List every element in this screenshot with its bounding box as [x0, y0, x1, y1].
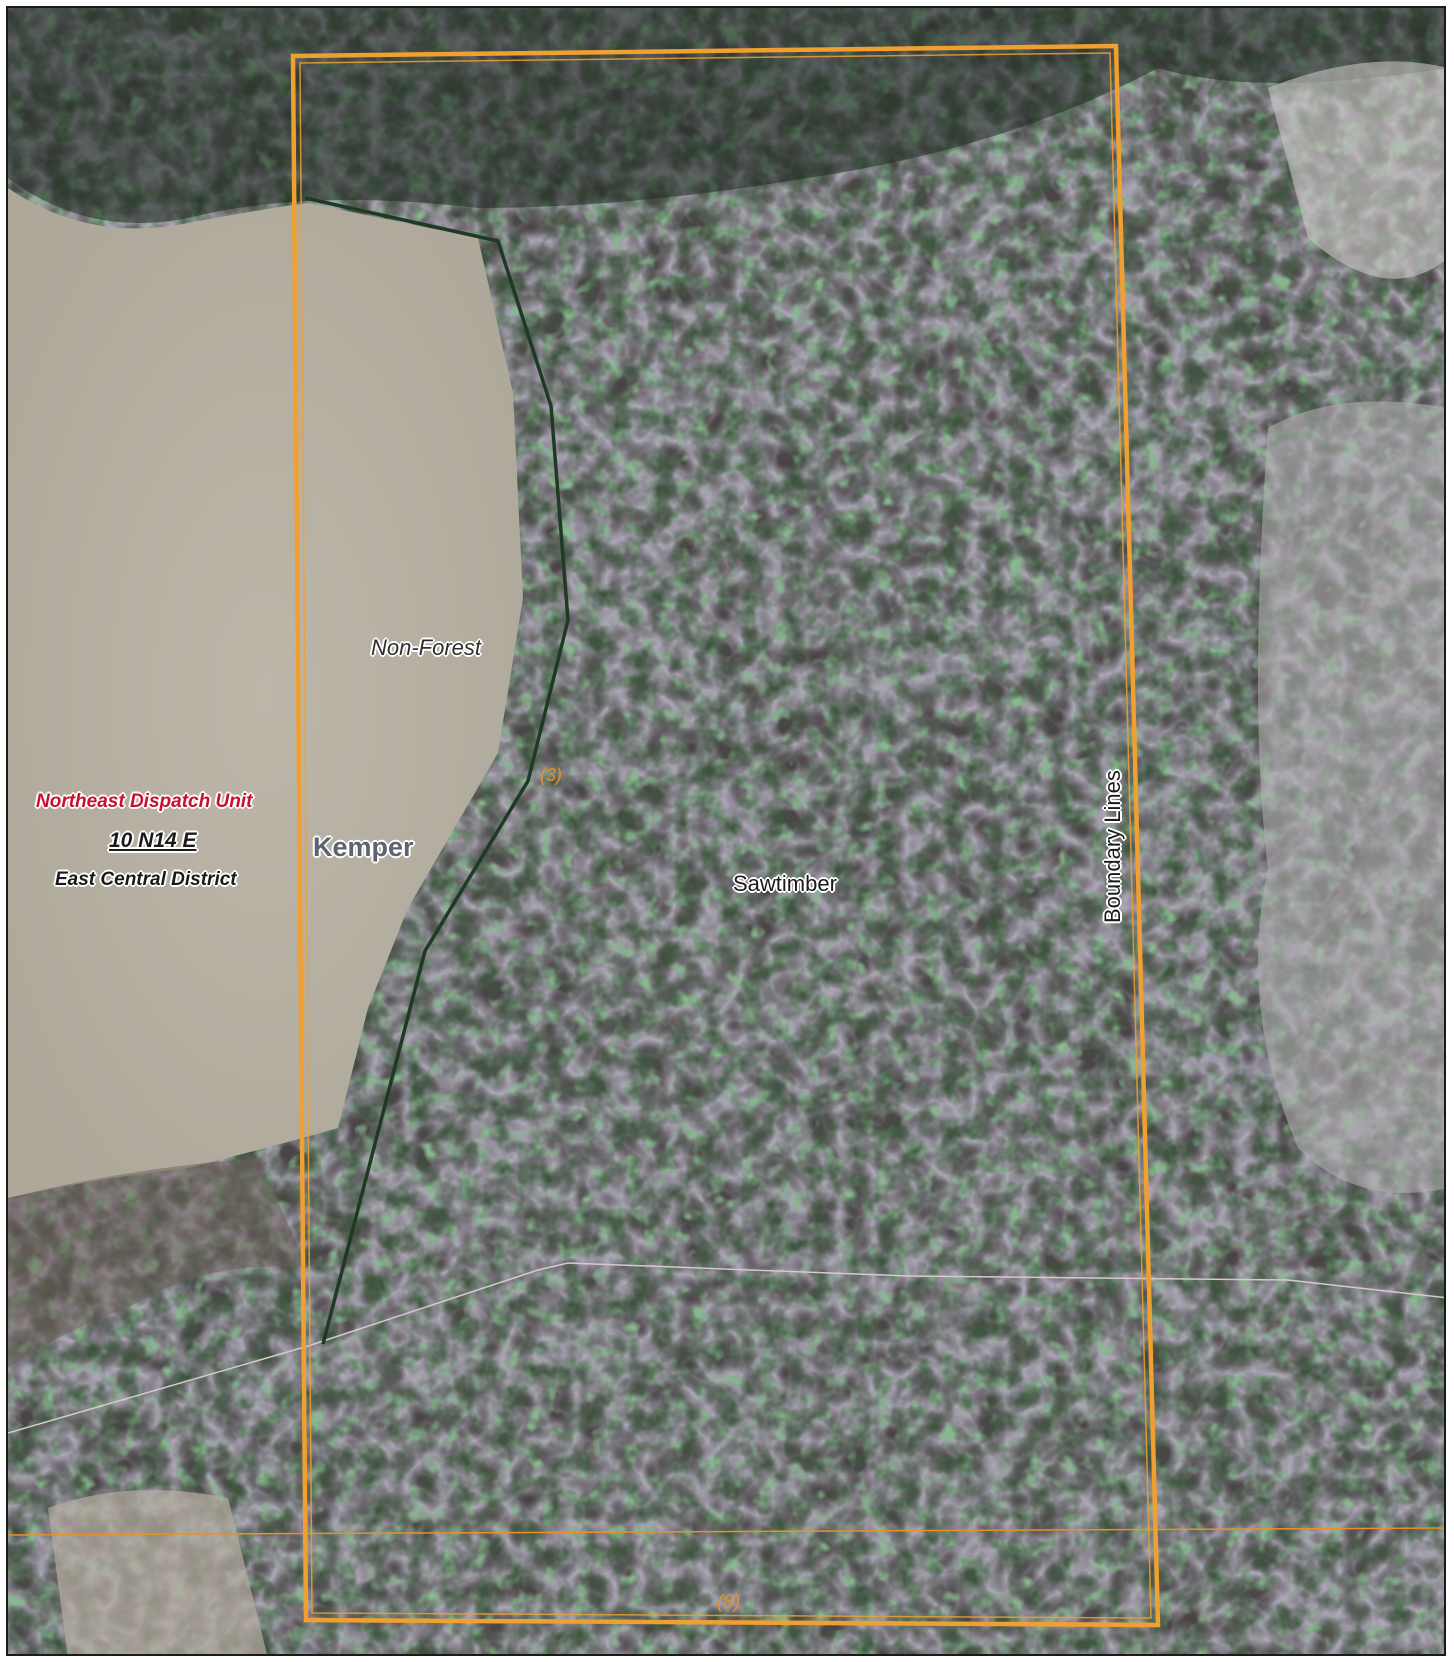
township-label: 10 N14 E	[109, 829, 197, 852]
northeast-open-area	[1268, 61, 1444, 279]
boundary-lines-label: Boundary Lines	[1100, 770, 1125, 923]
county-label: Kemper	[313, 832, 414, 862]
stand-8-label: (8)	[717, 1592, 741, 1613]
dispatch-unit-label: Northeast Dispatch Unit	[36, 791, 253, 812]
stand-3-label: (3)	[540, 765, 562, 785]
sawtimber-label: Sawtimber	[733, 871, 837, 896]
east-open-area	[1258, 401, 1444, 1193]
district-label: East Central District	[55, 869, 237, 890]
property-boundary-inner	[299, 52, 1152, 1619]
non-forest-label: Non-Forest	[371, 635, 482, 660]
map-frame[interactable]: Northeast Dispatch Unit 10 N14 E East Ce…	[6, 6, 1446, 1656]
stand-boundary-line	[304, 196, 570, 1345]
section-line	[8, 1527, 1444, 1536]
road-line	[8, 1262, 1444, 1434]
property-boundary	[290, 43, 1161, 1628]
west-field-edge	[8, 1158, 308, 1368]
aerial-map[interactable]	[8, 8, 1446, 1656]
southwest-field	[48, 1490, 267, 1654]
west-field	[8, 188, 523, 1198]
